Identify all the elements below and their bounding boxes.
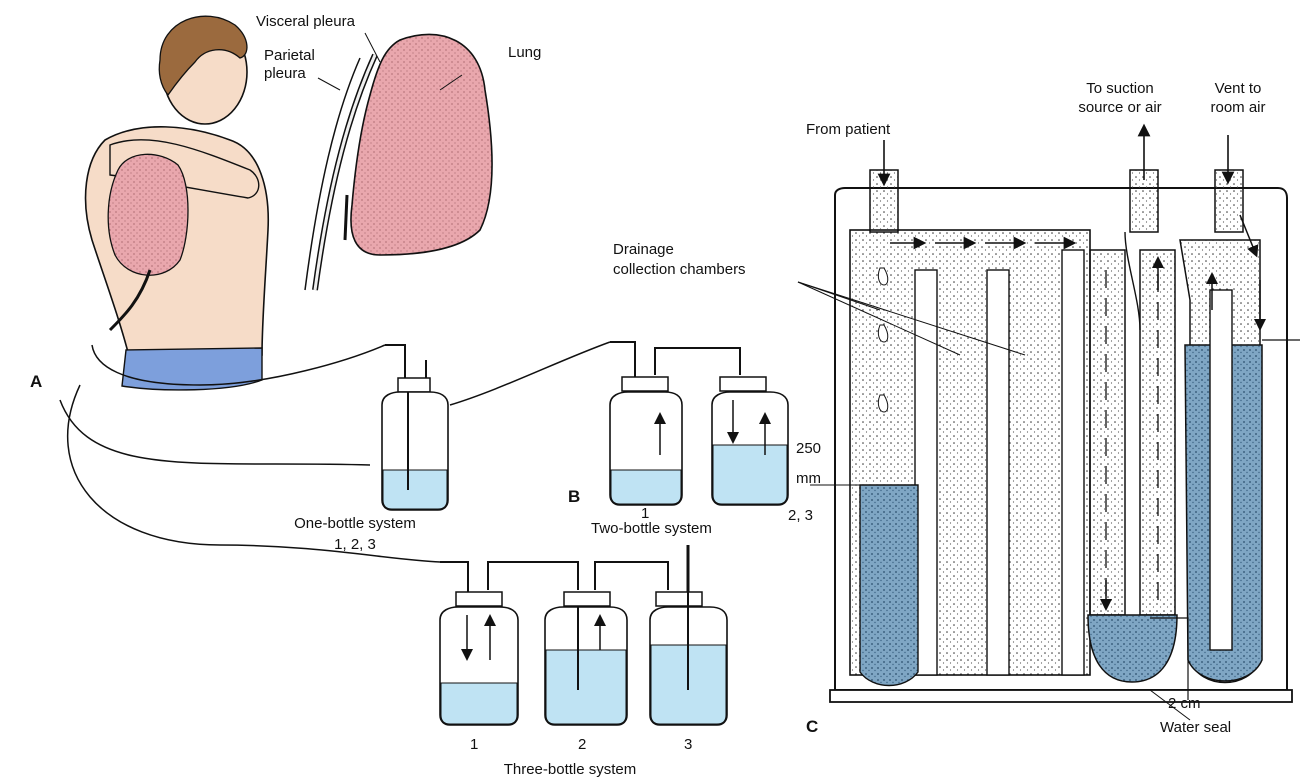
vent-label-line1: Vent to (1193, 80, 1283, 97)
one-bottle-system-title: One-bottle system (275, 515, 435, 532)
three-bottle-system (440, 545, 727, 725)
height-mm-label: mm (796, 470, 821, 487)
two-bottle-number-23: 2, 3 (788, 507, 813, 524)
three-bottle-number-1: 1 (470, 736, 478, 753)
two-cm-label: 2 cm (1168, 695, 1201, 712)
two-bottle-system (610, 342, 788, 505)
parietal-pleura-label-line1: Parietal (264, 47, 315, 64)
one-bottle-system (382, 345, 448, 510)
vent-label-line2: room air (1193, 99, 1283, 116)
to-suction-label-line2: source or air (1055, 99, 1185, 116)
shorts-icon (122, 348, 262, 390)
parietal-pleura-label-line2: pleura (264, 65, 306, 82)
from-patient-label: From patient (806, 121, 890, 138)
two-bottle-system-title: Two-bottle system (591, 520, 712, 537)
three-bottle-system-title: Three-bottle system (490, 761, 650, 778)
three-bottle-number-2: 2 (578, 736, 586, 753)
three-bottle-number-3: 3 (684, 736, 692, 753)
panel-label-a: A (30, 373, 42, 390)
visceral-pleura-label: Visceral pleura (256, 13, 355, 30)
drainage-unit (798, 130, 1300, 720)
lung-label: Lung (508, 44, 541, 61)
water-seal-label: Water seal (1160, 719, 1231, 736)
patient-lung-icon (108, 154, 188, 275)
panel-label-c: C (806, 718, 818, 735)
patient-figure (86, 16, 269, 390)
drainage-chambers-label-line2: collection chambers (613, 261, 746, 278)
one-bottle-system-numbers: 1, 2, 3 (295, 536, 415, 553)
to-suction-label-line1: To suction (1055, 80, 1185, 97)
panel-label-b: B (568, 488, 580, 505)
height-250-label: 250 (796, 440, 821, 457)
drainage-chambers-label-line1: Drainage (613, 241, 674, 258)
